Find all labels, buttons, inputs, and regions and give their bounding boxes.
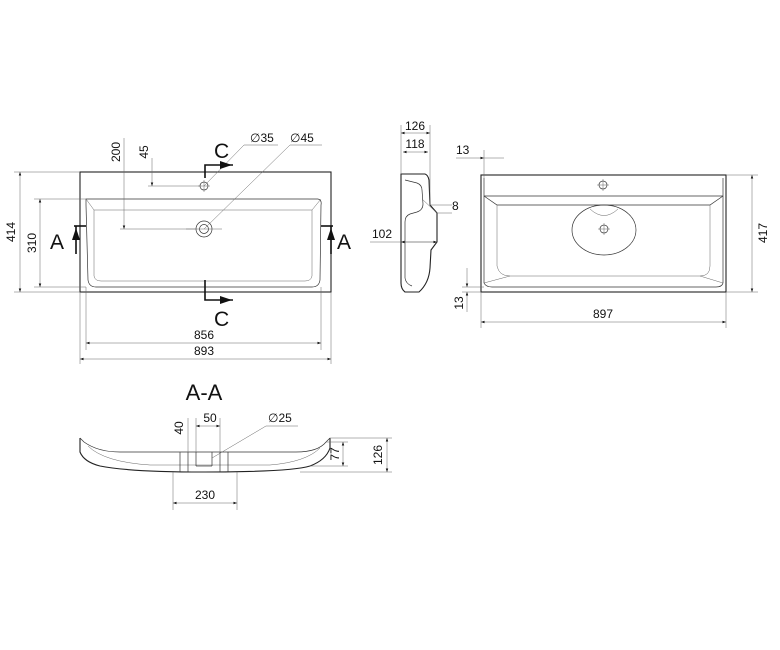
label-drain-hole-diameter: ∅45 — [290, 131, 314, 145]
side-section-view: 126 118 8 102 — [370, 119, 459, 293]
dim-aa-230: 230 — [195, 488, 215, 502]
right-inner-bowl — [483, 196, 724, 288]
dim-aa-50: 50 — [203, 411, 217, 425]
section-a-right: A — [337, 231, 351, 254]
dim-856: 856 — [194, 328, 214, 342]
dim-414: 414 — [4, 222, 18, 242]
dim-right-417: 417 — [756, 223, 770, 243]
section-aa-view: A-A 40 50 ∅25 77 126 — [79, 380, 392, 510]
dim-310: 310 — [25, 233, 39, 253]
dim-side-8: 8 — [452, 199, 459, 213]
dim-side-118: 118 — [405, 137, 424, 151]
right-view: 13 13 417 897 — [452, 143, 770, 328]
dim-right-897: 897 — [593, 307, 613, 321]
side-profile — [400, 173, 438, 293]
right-basin-outline — [480, 174, 727, 293]
dim-200: 200 — [109, 142, 123, 162]
dim-side-102: 102 — [372, 227, 392, 241]
section-c-bottom: C — [214, 308, 229, 331]
dim-side-126: 126 — [405, 119, 425, 133]
label-tap-hole-diameter: ∅35 — [250, 131, 274, 145]
dim-aa-77: 77 — [328, 447, 342, 461]
dim-right-13-side: 13 — [452, 296, 466, 310]
section-aa-title: A-A — [186, 380, 223, 405]
section-aa-profile — [79, 438, 331, 473]
dim-45: 45 — [137, 145, 151, 159]
section-c-top: C — [214, 140, 229, 163]
label-aa-drain-diameter: ∅25 — [268, 411, 292, 425]
section-a-left: A — [50, 231, 64, 254]
dim-893: 893 — [194, 344, 214, 358]
basin-inner-bowl — [85, 198, 322, 288]
dim-aa-40: 40 — [172, 421, 186, 435]
top-view: 414 310 200 45 ∅35 ∅45 C C A — [4, 131, 351, 364]
dim-right-13-top: 13 — [456, 143, 470, 157]
dim-aa-126: 126 — [371, 445, 385, 465]
right-oval-bowl — [571, 204, 637, 256]
